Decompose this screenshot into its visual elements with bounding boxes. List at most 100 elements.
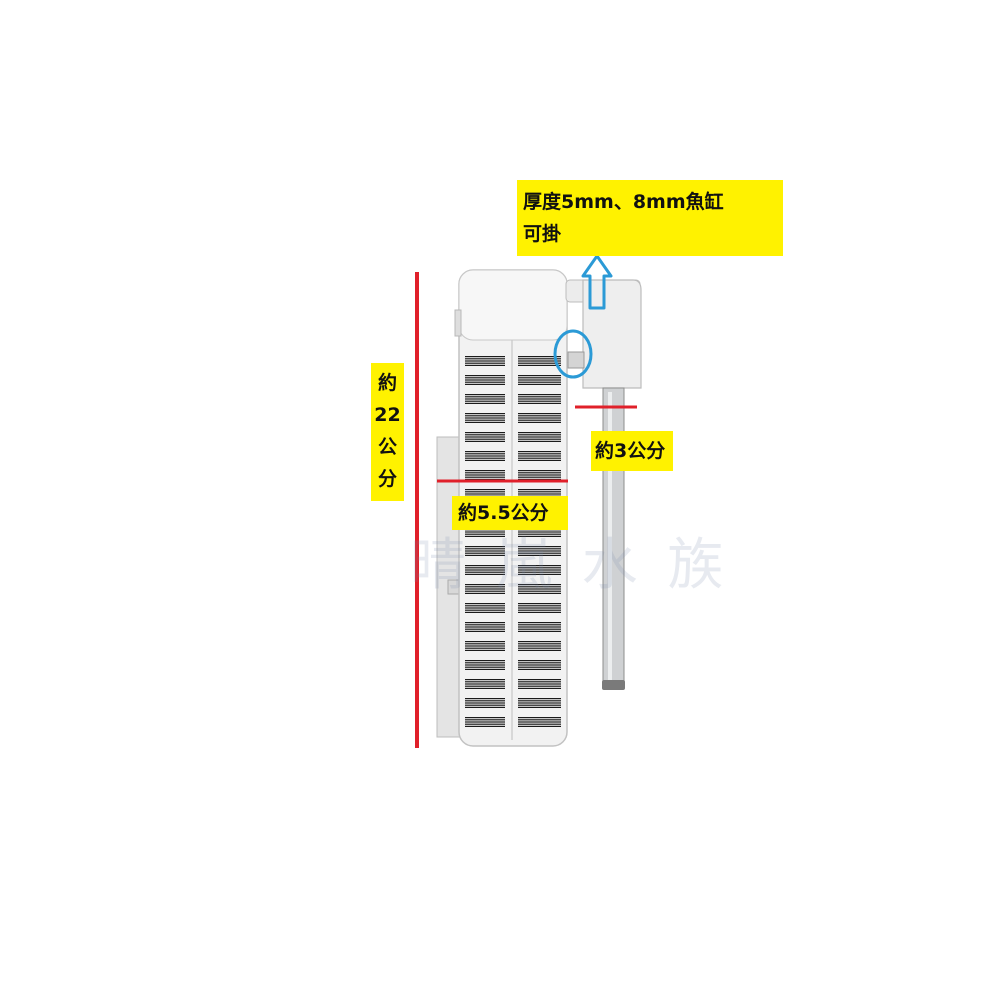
vent-line — [518, 493, 561, 495]
vent-line — [518, 440, 561, 442]
vent-line — [518, 535, 561, 537]
vent-line — [465, 668, 505, 670]
height-text-1: 約 — [377, 372, 397, 394]
vent-line — [518, 470, 561, 472]
vent-slot — [465, 356, 505, 366]
vent-line — [518, 396, 561, 398]
vent-line — [518, 398, 561, 400]
vent-line — [465, 552, 505, 554]
vent-slot — [518, 603, 561, 613]
vent-line — [518, 698, 561, 700]
vent-line — [465, 683, 505, 685]
vent-line — [465, 434, 505, 436]
vent-slot — [518, 470, 561, 480]
vent-line — [518, 413, 561, 415]
vent-line — [465, 700, 505, 702]
vent-line — [465, 554, 505, 556]
vent-line — [518, 586, 561, 588]
vent-line — [465, 702, 505, 704]
vent-line — [518, 622, 561, 624]
vent-line — [465, 706, 505, 708]
vent-line — [518, 476, 561, 478]
vent-line — [518, 687, 561, 689]
vent-line — [518, 554, 561, 556]
vent-line — [465, 474, 505, 476]
vent-line — [518, 548, 561, 550]
vent-slot — [465, 717, 505, 727]
vent-line — [465, 421, 505, 423]
vent-line — [465, 609, 505, 611]
vent-line — [518, 455, 561, 457]
width-label: 約5.5公分 — [452, 496, 568, 530]
watermark-text: 晴 嵐 水 族 — [410, 533, 730, 598]
vent-line — [465, 535, 505, 537]
vent-line — [518, 592, 561, 594]
vent-line — [518, 489, 561, 491]
vent-line — [465, 398, 505, 400]
vent-line — [465, 649, 505, 651]
vent-line — [465, 400, 505, 402]
hanger-block — [582, 279, 642, 389]
vent-line — [518, 662, 561, 664]
vent-line — [518, 624, 561, 626]
vent-line — [518, 725, 561, 727]
vent-line — [518, 474, 561, 476]
height-text-3: 公 — [377, 436, 397, 458]
vent-line — [465, 362, 505, 364]
vent-line — [518, 723, 561, 725]
vent-line — [518, 569, 561, 571]
vent-line — [518, 546, 561, 548]
vent-slot — [465, 584, 505, 594]
vent-line — [518, 721, 561, 723]
vent-line — [465, 358, 505, 360]
vent-line — [518, 626, 561, 628]
vent-line — [465, 717, 505, 719]
vent-slot — [465, 603, 505, 613]
vent-line — [465, 489, 505, 491]
vent-line — [518, 641, 561, 643]
vent-line — [465, 645, 505, 647]
vent-line — [518, 700, 561, 702]
vent-slot — [518, 546, 561, 556]
vent-line — [465, 438, 505, 440]
vent-line — [518, 683, 561, 685]
vent-slot — [518, 641, 561, 651]
vent-line — [465, 630, 505, 632]
vent-line — [465, 546, 505, 548]
vent-line — [465, 432, 505, 434]
vent-line — [465, 402, 505, 404]
vent-line — [465, 379, 505, 381]
vent-slot — [465, 413, 505, 423]
vent-line — [465, 685, 505, 687]
vent-line — [518, 415, 561, 417]
vent-line — [518, 664, 561, 666]
vent-line — [518, 611, 561, 613]
vent-slot — [465, 698, 505, 708]
vent-line — [465, 476, 505, 478]
vent-line — [518, 533, 561, 535]
vent-slot — [518, 717, 561, 727]
vent-line — [518, 571, 561, 573]
vent-line — [518, 375, 561, 377]
vent-slot — [465, 660, 505, 670]
vent-line — [518, 379, 561, 381]
vent-line — [465, 571, 505, 573]
vent-line — [518, 685, 561, 687]
vent-line — [465, 548, 505, 550]
height-label: 約 22 公 分 — [371, 363, 404, 501]
vent-line — [465, 533, 505, 535]
vent-line — [465, 687, 505, 689]
vent-line — [518, 434, 561, 436]
hanger-slot — [567, 351, 585, 369]
vent-line — [465, 478, 505, 480]
vent-slot — [518, 584, 561, 594]
height-text-4: 分 — [377, 468, 397, 490]
vent-line — [465, 698, 505, 700]
vent-line — [465, 719, 505, 721]
vent-line — [518, 607, 561, 609]
vent-line — [465, 360, 505, 362]
vent-line — [465, 605, 505, 607]
vent-line — [465, 567, 505, 569]
vent-line — [518, 719, 561, 721]
vent-line — [465, 573, 505, 575]
